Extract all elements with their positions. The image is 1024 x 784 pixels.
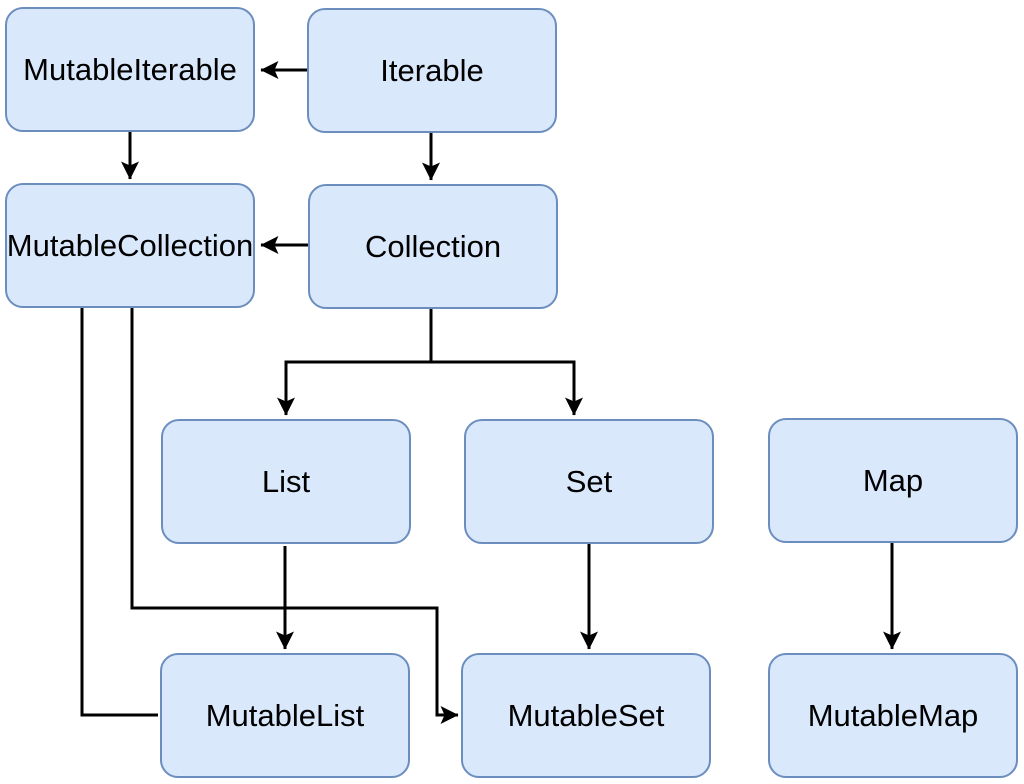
node-iterable-label: Iterable [380, 53, 484, 88]
node-collection: Collection [308, 184, 558, 309]
node-mutable-map-label: MutableMap [807, 698, 979, 733]
node-iterable: Iterable [307, 8, 557, 133]
node-mutable-collection-label: MutableCollection [6, 228, 254, 263]
node-mutable-set-label: MutableSet [507, 698, 665, 733]
node-mutable-iterable-label: MutableIterable [23, 52, 237, 87]
node-mutable-collection: MutableCollection [5, 183, 255, 308]
node-set: Set [464, 419, 714, 544]
node-mutable-set: MutableSet [461, 653, 711, 778]
edge-collection-to-list [277, 309, 433, 416]
node-mutable-list: MutableList [160, 653, 410, 778]
node-map-label: Map [862, 463, 924, 498]
node-map: Map [768, 418, 1018, 543]
node-mutable-map: MutableMap [768, 653, 1018, 778]
edge-mutable-collection-to-mutable-list [80, 306, 158, 717]
node-list-label: List [261, 464, 311, 499]
node-collection-label: Collection [364, 229, 502, 264]
node-list: List [161, 419, 411, 544]
node-mutable-iterable: MutableIterable [5, 7, 255, 132]
node-set-label: Set [565, 464, 613, 499]
edge-collection-to-set [429, 309, 583, 416]
node-mutable-list-label: MutableList [205, 698, 365, 733]
